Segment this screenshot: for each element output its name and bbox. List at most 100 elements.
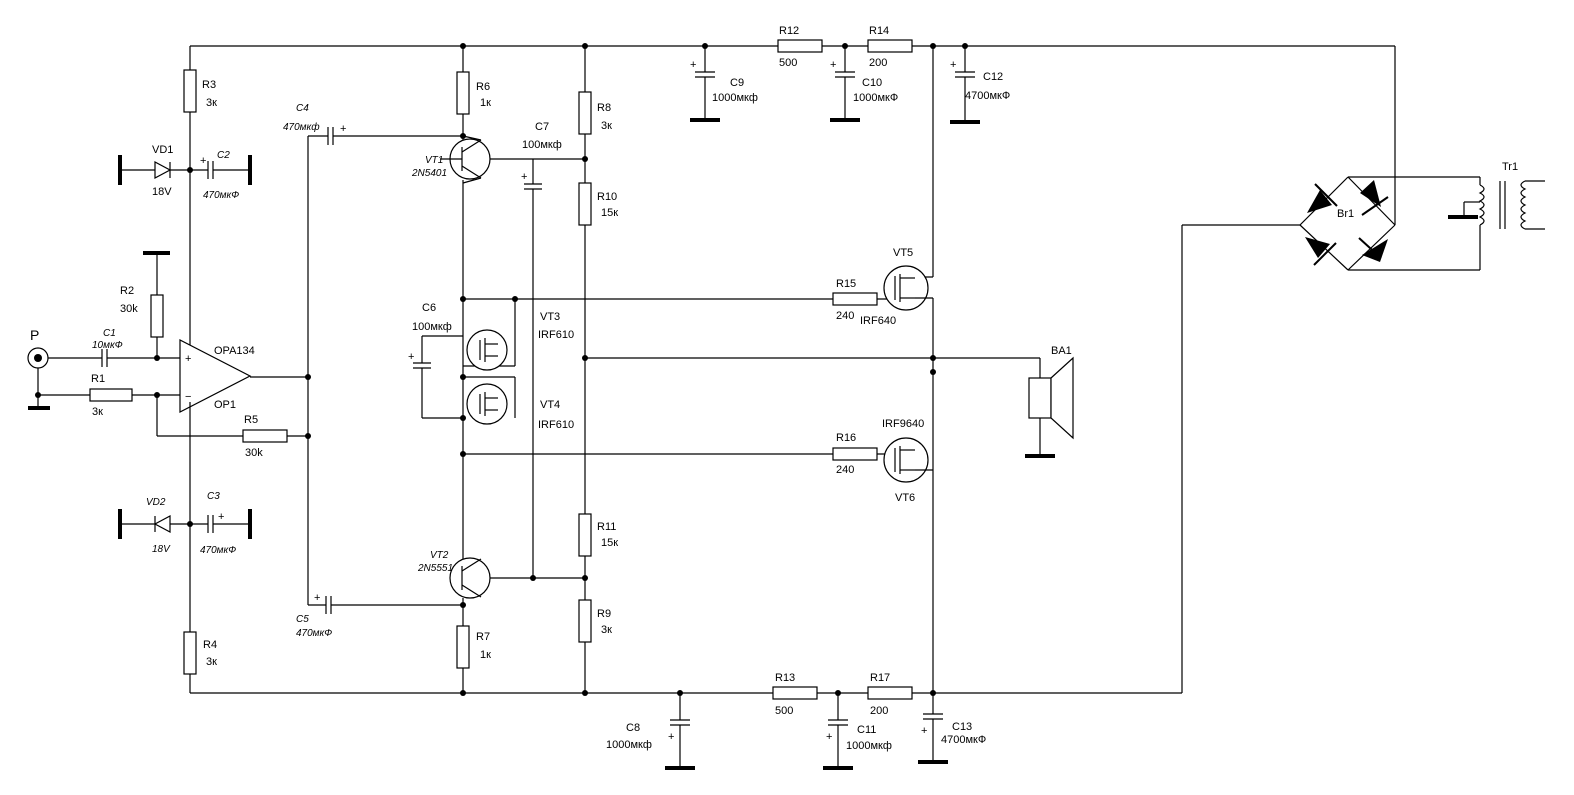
vt6-label: VT6 xyxy=(895,492,915,504)
vt2-label: VT2 xyxy=(430,550,449,561)
svg-text:+: + xyxy=(830,59,836,71)
resistor-r5 xyxy=(242,429,288,443)
r15-label: R15 xyxy=(836,278,856,290)
r11-label: R11 xyxy=(597,521,616,533)
input-p-label: P xyxy=(30,327,39,343)
vd2-label: VD2 xyxy=(146,497,166,508)
r1-label: R1 xyxy=(91,373,105,385)
svg-text:+: + xyxy=(218,511,224,523)
c5-value: 470мкФ xyxy=(296,628,332,639)
mosfet-vt5 xyxy=(883,265,929,311)
resistor-r6 xyxy=(456,71,470,115)
svg-text:+: + xyxy=(668,731,674,743)
opamp-model: OPA134 xyxy=(214,345,255,357)
c12-label: C12 xyxy=(983,71,1003,83)
c1-label: C1 xyxy=(103,328,116,339)
mosfet-vt6 xyxy=(883,437,929,483)
vd1-value: 18V xyxy=(152,186,172,198)
r1-value: 3к xyxy=(92,406,103,418)
c4-label: C4 xyxy=(296,103,309,114)
r7-label: R7 xyxy=(476,631,490,643)
r17-label: R17 xyxy=(870,672,890,684)
vd1-label: VD1 xyxy=(152,144,173,156)
c2-label: C2 xyxy=(217,150,230,161)
resistor-r2 xyxy=(150,294,164,338)
top-rail xyxy=(190,45,1396,225)
resistor-r10 xyxy=(578,182,592,226)
resistor-r8 xyxy=(578,91,592,135)
c6-label: C6 xyxy=(422,302,436,314)
c9-value: 1000мкф xyxy=(712,92,758,104)
vt4-label: VT4 xyxy=(540,399,560,411)
c10-label: C10 xyxy=(862,77,882,89)
c13-label: C13 xyxy=(952,721,972,733)
r5-value: 30k xyxy=(245,447,263,459)
r8-value: 3к xyxy=(601,120,612,132)
resistor-r11 xyxy=(578,513,592,557)
r4-label: R4 xyxy=(203,639,217,651)
c8-label: C8 xyxy=(626,722,640,734)
resistor-r14 xyxy=(867,39,913,53)
c7-label: C7 xyxy=(535,121,549,133)
svg-text:+: + xyxy=(521,171,527,183)
r15-value: 240 xyxy=(836,310,854,322)
vt5-label: VT5 xyxy=(893,247,913,259)
c11-value: 1000мкф xyxy=(846,740,892,752)
vt1-label: VT1 xyxy=(425,155,443,166)
r12-label: R12 xyxy=(779,25,799,37)
c5-label: C5 xyxy=(296,614,309,625)
resistor-r3 xyxy=(183,69,197,113)
r9-value: 3к xyxy=(601,624,612,636)
vt3-label: VT3 xyxy=(540,311,560,323)
resistor-r16 xyxy=(832,447,878,461)
resistor-r17 xyxy=(867,686,913,700)
mosfet-vt3 xyxy=(466,329,508,371)
r10-label: R10 xyxy=(597,191,617,203)
resistor-r4 xyxy=(183,631,197,675)
resistor-r13 xyxy=(772,686,818,700)
r16-value: 240 xyxy=(836,464,854,476)
svg-text:+: + xyxy=(690,59,696,71)
svg-text:+: + xyxy=(950,59,956,71)
c3-label: C3 xyxy=(207,491,220,502)
svg-text:+: + xyxy=(408,351,414,363)
r10-value: 15к xyxy=(601,207,618,219)
transistor-vt2 xyxy=(449,557,491,599)
br1-label: Br1 xyxy=(1337,208,1354,220)
bottom-rail xyxy=(190,224,1300,694)
vd2-value: 18V xyxy=(152,544,171,555)
r3-label: R3 xyxy=(202,79,216,91)
r2-value: 30k xyxy=(120,303,138,315)
r9-label: R9 xyxy=(597,608,611,620)
vt6-model: IRF9640 xyxy=(882,418,924,430)
c10-value: 1000мкФ xyxy=(853,92,898,104)
r13-value: 500 xyxy=(775,705,793,717)
svg-text:+: + xyxy=(921,725,927,737)
r16-label: R16 xyxy=(836,432,856,444)
resistor-r15 xyxy=(832,292,878,306)
zener-vd2 xyxy=(153,515,171,533)
bridge-rectifier-br1 xyxy=(1299,176,1396,271)
c7-value: 100мкф xyxy=(522,139,562,151)
opamp-op1 xyxy=(179,339,252,413)
svg-text:+: + xyxy=(314,592,320,604)
r7-value: 1к xyxy=(480,649,491,661)
c3-value: 470мкФ xyxy=(200,545,236,556)
c2-value: 470мкФ xyxy=(203,190,239,201)
c9-label: C9 xyxy=(730,77,744,89)
r4-value: 3к xyxy=(206,656,217,668)
opamp-designator: OP1 xyxy=(214,399,236,411)
c12-value: 4700мкФ xyxy=(965,90,1010,102)
r5-label: R5 xyxy=(244,414,258,426)
zener-vd1 xyxy=(154,161,172,179)
c1-value: 10мкФ xyxy=(92,340,123,351)
c11-label: C11 xyxy=(857,724,876,736)
r13-label: R13 xyxy=(775,672,795,684)
tr1-label: Tr1 xyxy=(1502,161,1518,173)
resistor-r1 xyxy=(89,388,133,402)
resistor-r7 xyxy=(456,625,470,669)
r14-label: R14 xyxy=(869,25,889,37)
svg-text:+: + xyxy=(185,353,191,365)
c13-value: 4700мкФ xyxy=(941,734,986,746)
